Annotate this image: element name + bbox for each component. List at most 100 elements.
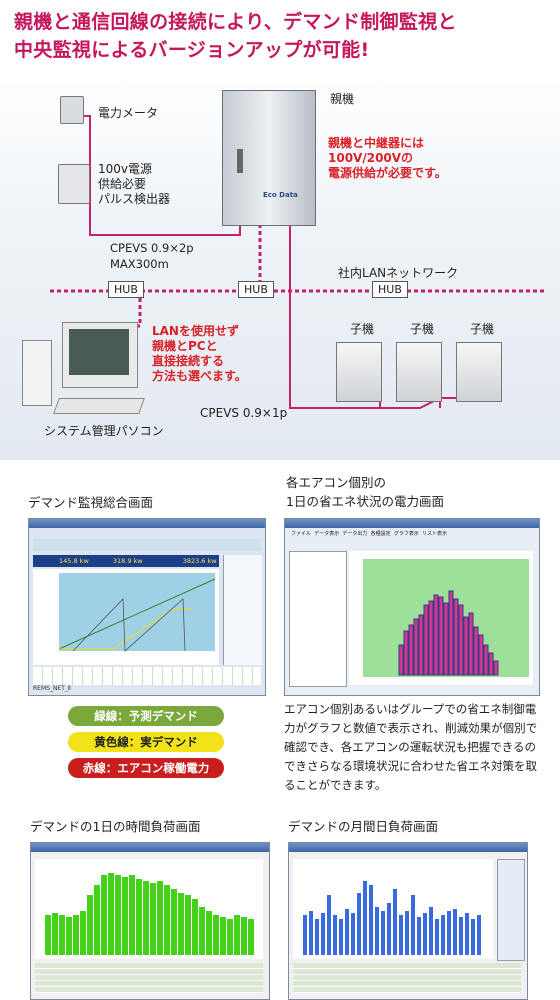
thumbnail-bar <box>403 630 409 676</box>
cable-label-2: CPEVS 0.9×1p <box>200 406 288 420</box>
overview-graph <box>33 569 219 665</box>
thumbnail-bar <box>136 879 142 955</box>
lan-direct-note: LANを使用せず 親機とPCと 直接接続する 方法も選べます。 <box>152 324 247 384</box>
thumbnail-bar <box>101 875 107 955</box>
thumbnail-bar <box>303 915 307 955</box>
monitor-screen <box>69 329 129 375</box>
thumbnail-bar <box>441 915 445 955</box>
thumbnail-bar <box>375 907 379 955</box>
system-diagram: 電力メータ 100v電源 供給必要 パルス検出器 Eco Data 親機 親機と… <box>0 78 560 460</box>
thumbnail-bar <box>448 590 454 676</box>
pulse-detector-label: 100v電源 供給必要 パルス検出器 <box>98 162 170 207</box>
data-table <box>33 667 261 685</box>
thumbnail-bar <box>171 889 177 955</box>
thumbnail-bar <box>453 909 457 955</box>
thumbnail-bar <box>381 911 385 955</box>
thumbnail-bar <box>411 895 415 955</box>
pulse-label-line: 供給必要 <box>98 177 147 191</box>
window-titlebar <box>289 843 527 852</box>
lan-note-line: LANを使用せず <box>152 324 239 338</box>
total-value: 3823.6 kw <box>182 557 217 565</box>
toolbar <box>33 539 261 551</box>
daily-load-graph <box>35 859 263 959</box>
parent-label: 親機 <box>330 92 355 106</box>
thumbnail-bar <box>213 915 219 955</box>
thumbnail-bar <box>339 919 343 955</box>
demand-overview-screenshot: 145.8 kw 318.9 kw 3823.6 kw REMS_NET_Ⅱ <box>28 518 266 696</box>
child-label-1: 子機 <box>350 322 375 336</box>
device-list <box>289 551 347 687</box>
thumbnail-bar <box>429 907 433 955</box>
thumbnail-bar <box>471 919 475 955</box>
thumbnail-bar <box>483 644 489 676</box>
cabinet-handle-icon <box>237 149 243 173</box>
thumbnail-bar <box>80 911 86 955</box>
thumbnail-bar <box>309 911 313 955</box>
per-ac-title-line: 各エアコン個別の <box>286 475 387 490</box>
monthly-load-table <box>293 963 521 993</box>
thumbnail-bar <box>447 911 451 955</box>
child-unit-icon <box>336 342 382 402</box>
thumbnail-bar <box>345 909 349 955</box>
thumbnail-bar <box>115 875 121 955</box>
thumbnail-bar <box>129 875 135 955</box>
thumbnail-bar <box>433 594 439 676</box>
thumbnail-bar <box>178 893 184 955</box>
footer-label: REMS_NET_Ⅱ <box>33 685 71 692</box>
thumbnail-bar <box>333 915 337 955</box>
child-unit-icon <box>396 342 442 402</box>
menu-item: ファイル <box>291 531 312 537</box>
thumbnail-bar <box>438 596 444 676</box>
headline-line-1: 親機と通信回線の接続により、デマンド制御監視と <box>14 11 457 33</box>
monthly-side-panel <box>497 859 525 961</box>
thumbnail-bar <box>73 915 79 955</box>
child-label-3: 子機 <box>470 322 495 336</box>
headline: 親機と通信回線の接続により、デマンド制御監視と 中央監視によるバージョンアップが… <box>14 8 550 64</box>
thumbnail-bar <box>357 893 361 955</box>
thumbnail-bar <box>387 903 391 955</box>
thumbnail-bar <box>393 889 397 955</box>
thumbnail-bar <box>66 917 72 955</box>
pc-monitor-icon <box>62 322 138 388</box>
menu-item: リスト表示 <box>422 531 448 537</box>
thumbnail-bar <box>164 885 170 955</box>
pulse-detector-icon <box>58 164 90 204</box>
thumbnail-bar <box>458 604 464 676</box>
thumbnail-bar <box>87 895 93 955</box>
parent-brand: Eco Data <box>263 191 298 199</box>
hub-3: HUB <box>372 281 408 298</box>
window-titlebar <box>31 843 269 852</box>
child-label-2: 子機 <box>410 322 435 336</box>
legend-yellow: 黄色線：実デマンド <box>68 732 224 752</box>
lan-note-line: 直接接続する <box>152 354 225 368</box>
thumbnail-bar <box>185 895 191 955</box>
legend-red: 赤線：エアコン稼働電力 <box>68 758 224 778</box>
thumbnail-bar <box>248 919 254 955</box>
cable-spec: CPEVS 0.9×2p <box>110 241 194 255</box>
thumbnail-bar <box>423 913 427 955</box>
thumbnail-bar <box>468 612 474 676</box>
cable-max-length: MAX300m <box>110 257 169 271</box>
menu-item: データ表示 <box>314 531 340 537</box>
thumbnail-bar <box>59 915 65 955</box>
thumbnail-bar <box>327 895 331 955</box>
thumbnail-bar <box>399 915 403 955</box>
thumbnail-bar <box>398 644 404 676</box>
thumbnail-bar <box>417 917 421 955</box>
thumbnail-bar <box>493 660 499 676</box>
forecast-value: 145.8 kw <box>59 557 89 565</box>
thumbnail-bar <box>477 915 481 955</box>
parent-note-line: 電源供給が必要です。 <box>328 166 447 180</box>
thumbnail-bar <box>234 915 240 955</box>
daily-load-screenshot <box>30 842 270 1000</box>
section-title-per-ac: 各エアコン個別の 1日の省エネ状況の電力画面 <box>286 473 444 511</box>
pulse-label-line: 100v電源 <box>98 162 153 176</box>
thumbnail-bar <box>369 885 373 955</box>
hub-1: HUB <box>108 281 144 298</box>
thumbnail-bar <box>122 877 128 955</box>
section-title-daily-load: デマンドの1日の時間負荷画面 <box>30 819 201 834</box>
lan-network-label: 社内LANネットワーク <box>338 266 459 280</box>
target-value: 318.9 kw <box>112 557 143 565</box>
section-title-monthly-load: デマンドの月間日負荷画面 <box>288 819 439 834</box>
monthly-load-graph <box>293 859 493 959</box>
